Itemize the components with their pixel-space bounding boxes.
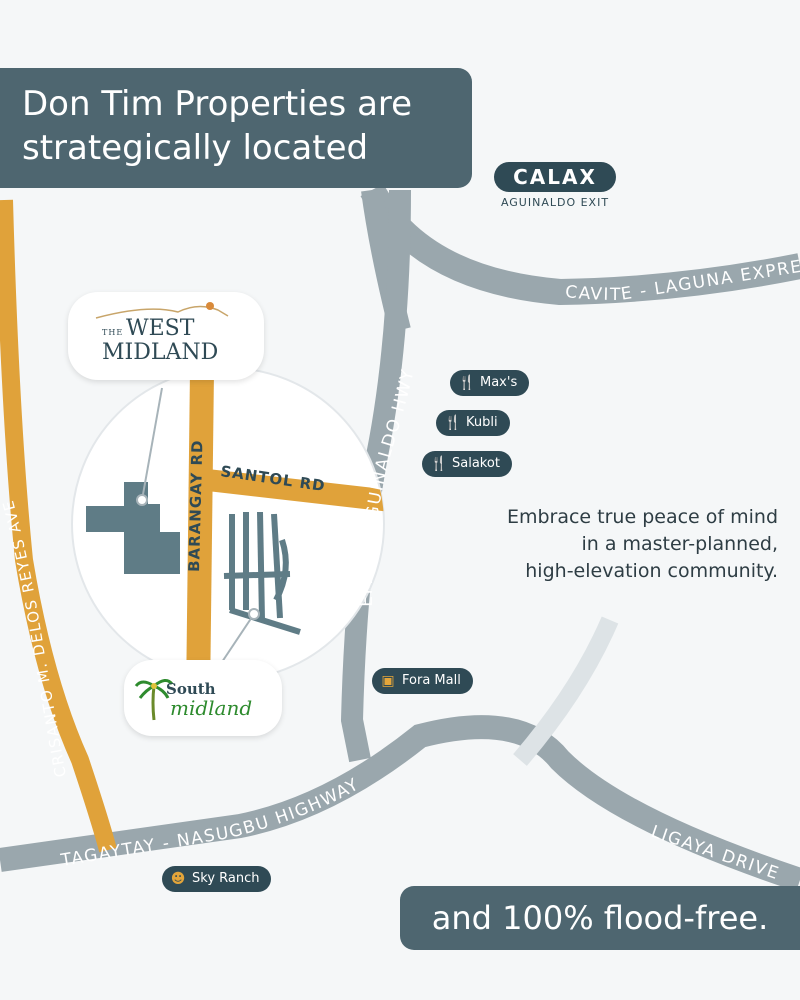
poi-label: Sky Ranch xyxy=(192,871,260,886)
west-midland-logo: THE WEST MIDLAND xyxy=(68,292,264,380)
poi-sky-ranch: ☻ Sky Ranch xyxy=(162,866,272,892)
south-midland-lot xyxy=(223,511,301,635)
tagline-line-2: in a master-planned, xyxy=(581,533,778,555)
mountain-line-icon xyxy=(95,302,229,319)
poi-label: Fora Mall xyxy=(402,673,461,688)
palm-tree-icon xyxy=(134,679,174,721)
poi-kubli: 🍴 Kubli xyxy=(436,410,510,436)
calax-logo: CALAX xyxy=(494,162,616,192)
fork-knife-icon: 🍴 xyxy=(458,375,476,391)
south-midland-logo: South midland xyxy=(124,660,282,736)
emilio-aguinaldo-highway xyxy=(340,189,411,763)
south-pointer-dot xyxy=(248,608,260,620)
headline-banner: Don Tim Properties are strategically loc… xyxy=(0,68,472,188)
theater-masks-icon: ☻ xyxy=(170,871,186,887)
tagline: Embrace true peace of mind in a master-p… xyxy=(458,504,778,585)
label-ligaya: LIGAYA DRIVE xyxy=(648,822,782,885)
poi-salakot: 🍴 Salakot xyxy=(422,451,512,477)
santol-road xyxy=(188,467,384,513)
west-pointer-dot xyxy=(136,494,148,506)
crisanto-delos-reyes-ave xyxy=(0,199,117,853)
midland-word: MIDLAND xyxy=(102,340,219,365)
poi-maxs: 🍴 Max's xyxy=(450,370,530,396)
shopping-bag-icon: ▣ xyxy=(381,673,395,689)
barangay-road xyxy=(186,369,214,680)
poi-label: Salakot xyxy=(452,456,500,471)
poi-label: Kubli xyxy=(466,415,498,430)
tagaytay-nasugbu-highway xyxy=(0,715,800,892)
poi-label: Max's xyxy=(480,375,518,390)
west-word: WEST xyxy=(126,316,195,341)
label-crisanto: CRISANTO M. DELOS REYES AVE xyxy=(0,498,70,779)
west-midland-lot xyxy=(86,482,180,574)
west-pointer-line xyxy=(141,387,163,501)
ligaya-branch xyxy=(513,616,619,766)
south-pointer-line xyxy=(221,613,255,663)
calax-exit-label: AGUINALDO EXIT xyxy=(500,196,610,209)
fork-knife-icon: 🍴 xyxy=(444,415,462,431)
fork-knife-icon: 🍴 xyxy=(430,456,448,472)
headline-line-1: Don Tim Properties are xyxy=(22,84,413,124)
headline-line-2: strategically located xyxy=(22,128,369,168)
flood-free-banner: and 100% flood-free. xyxy=(400,886,800,950)
south-midland-word: midland xyxy=(170,696,253,720)
tagline-line-3: high-elevation community. xyxy=(525,560,778,582)
poi-fora-mall: ▣ Fora Mall xyxy=(372,668,473,694)
tagline-line-1: Embrace true peace of mind xyxy=(506,506,778,528)
cavite-laguna-expressway xyxy=(360,183,800,306)
west-the: THE xyxy=(102,328,124,337)
south-word: South xyxy=(166,680,216,698)
label-barangay: BARANGAY RD xyxy=(185,439,206,572)
